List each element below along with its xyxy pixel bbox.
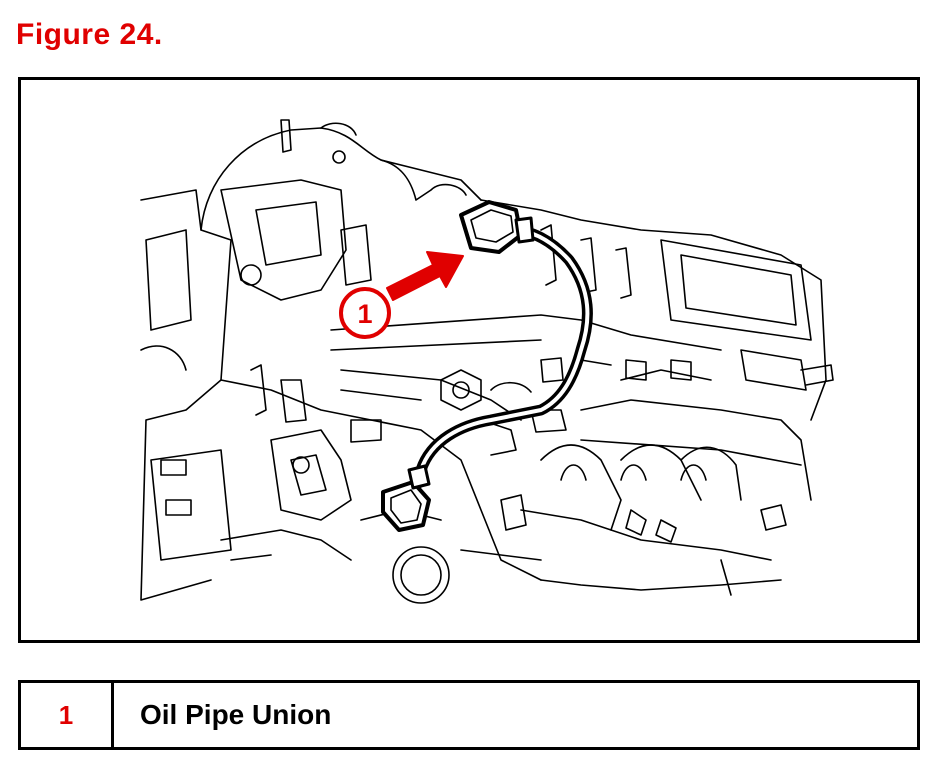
legend-row-label: Oil Pipe Union	[140, 699, 332, 730]
upper-union-bolt	[459, 200, 535, 254]
engine-block-outline	[140, 119, 834, 604]
engine-line-drawing: 1	[140, 119, 834, 604]
figure-title: Figure 24.	[16, 18, 163, 51]
callout-marker: 1	[339, 287, 391, 339]
lower-union-bolt	[381, 464, 431, 532]
engine-diagram: 1	[18, 77, 920, 643]
legend-row-number: 1	[21, 683, 114, 747]
callout-number: 1	[357, 299, 372, 329]
parts-legend-table: 1 Oil Pipe Union	[18, 680, 920, 750]
callout-arrow	[386, 251, 464, 301]
